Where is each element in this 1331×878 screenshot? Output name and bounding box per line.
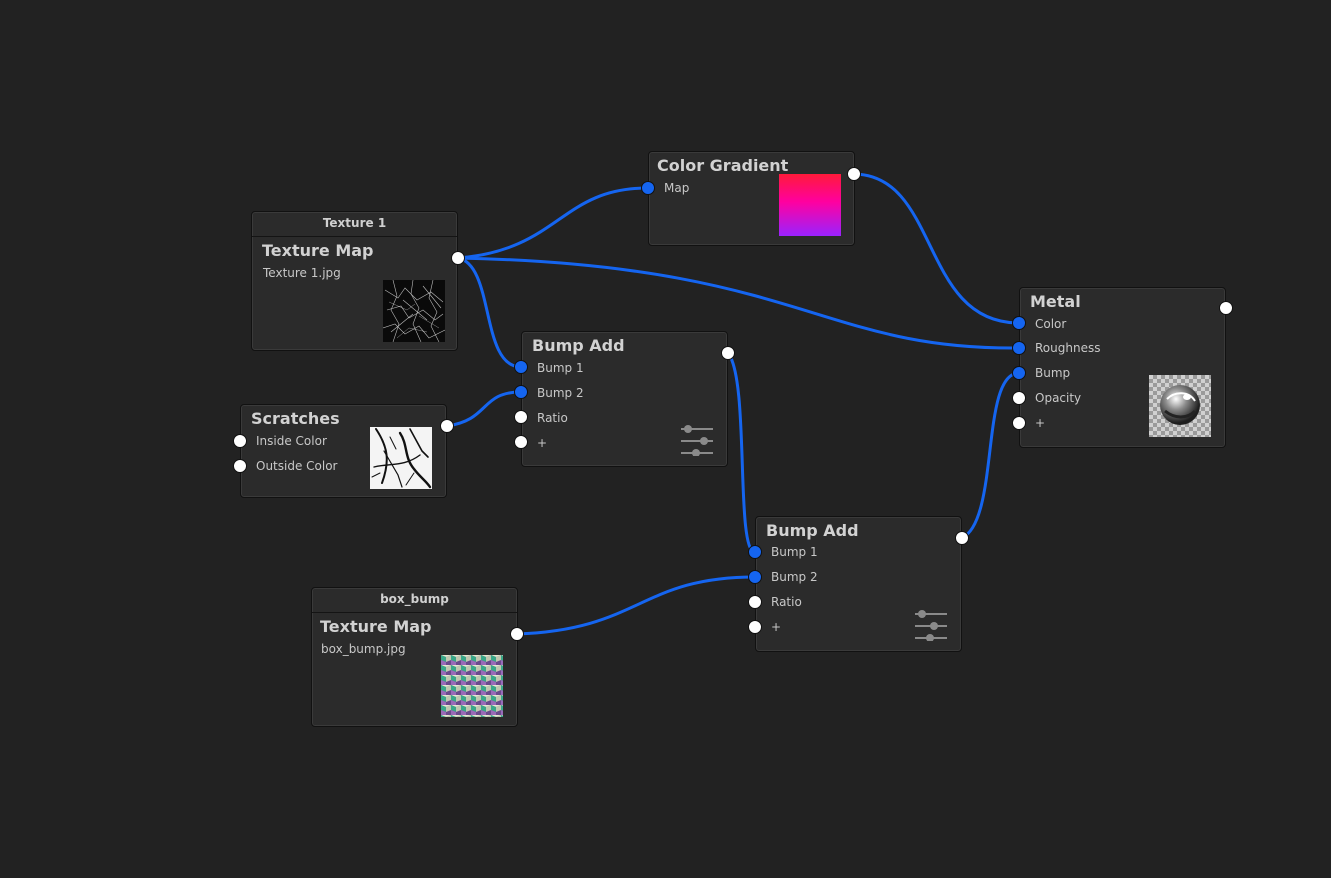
port-label-bump-1: Bump 1 [537,361,584,375]
port-label-color: Color [1035,317,1067,331]
box-pattern-preview [441,655,503,717]
sliders-icon[interactable] [914,607,948,642]
wire-boxbump-to-bumpadd2-bump2 [516,575,756,636]
sliders-icon[interactable] [680,422,714,457]
node-texture-map-box-bump[interactable]: box_bump Texture Map box_bump.jpg [311,587,518,727]
metal-bump-port[interactable] [1012,366,1026,380]
metal-opacity-port[interactable] [1012,391,1026,405]
wire-bumpadd1-to-bumpadd2-bump1 [726,352,756,554]
bumpadd2-ratio-port[interactable] [748,595,762,609]
node-title: Bump Add [766,521,859,540]
node-bump-add-2[interactable]: Bump Add Bump 1 Bump 2 Ratio + [755,516,962,652]
bumpadd2-add-port[interactable] [748,620,762,634]
port-label-ratio: Ratio [771,595,802,609]
node-scratches[interactable]: Scratches Inside Color Outside Color [240,404,447,498]
bumpadd2-bump2-port[interactable] [748,570,762,584]
texture-file-name: box_bump.jpg [321,642,406,656]
port-label-bump-2: Bump 2 [771,570,818,584]
texture1-output-port[interactable] [451,251,465,265]
texture-file-name: Texture 1.jpg [263,266,341,280]
node-title: Texture Map [262,241,374,260]
node-header: box_bump [312,588,517,613]
metal-roughness-port[interactable] [1012,341,1026,355]
port-label-roughness: Roughness [1035,341,1101,355]
wire-gradient-to-metal-color [853,172,1020,325]
port-label-add: + [1035,416,1046,430]
gradient-output-port[interactable] [847,167,861,181]
node-bump-add-1[interactable]: Bump Add Bump 1 Bump 2 Ratio + [521,331,728,467]
wire-scratches-to-bumpadd1-bump2 [446,390,522,428]
bumpadd1-ratio-port[interactable] [514,410,528,424]
scratches-inside-color-port[interactable] [233,434,247,448]
port-label-opacity: Opacity [1035,391,1082,405]
scratches-outside-color-port[interactable] [233,459,247,473]
bumpadd1-bump2-port[interactable] [514,385,528,399]
wire-bumpadd2-to-metal-bump [961,371,1020,540]
port-label-outside-color: Outside Color [256,459,338,473]
metal-output-port[interactable] [1219,301,1233,315]
red-magenta-purple-gradient [779,174,841,236]
node-texture-map-1[interactable]: Texture 1 Texture Map Texture 1.jpg [251,211,458,351]
port-label-ratio: Ratio [537,411,568,425]
metal-sphere-preview [1149,375,1211,437]
cracked-texture-preview [383,280,445,342]
node-color-gradient[interactable]: Color Gradient Map [648,151,855,246]
port-label-bump: Bump [1035,366,1071,380]
node-title: Scratches [251,409,340,428]
bumpadd2-bump1-port[interactable] [748,545,762,559]
node-metal[interactable]: Metal Color Roughness Bump Opacity + [1019,287,1226,448]
wire-texture1-to-bumpadd1-bump1 [457,256,522,369]
port-label-inside-color: Inside Color [256,434,327,448]
bumpadd2-output-port[interactable] [955,531,969,545]
metal-add-port[interactable] [1012,416,1026,430]
scratches-output-port[interactable] [440,419,454,433]
node-title: Texture Map [320,617,432,636]
scratches-preview [370,427,432,489]
port-label-add: + [771,620,782,634]
bumpadd1-bump1-port[interactable] [514,360,528,374]
node-title: Color Gradient [657,156,789,175]
node-title: Bump Add [532,336,625,355]
node-header: Texture 1 [252,212,457,237]
wire-texture1-to-gradient-map [457,186,649,260]
port-label-add: + [537,436,548,450]
metal-color-port[interactable] [1012,316,1026,330]
port-label-bump-1: Bump 1 [771,545,818,559]
node-title: Metal [1030,292,1081,311]
port-label-map: Map [664,181,690,195]
bumpadd1-output-port[interactable] [721,346,735,360]
boxbump-output-port[interactable] [510,627,524,641]
port-label-bump-2: Bump 2 [537,386,584,400]
gradient-map-input-port[interactable] [641,181,655,195]
bumpadd1-add-port[interactable] [514,435,528,449]
